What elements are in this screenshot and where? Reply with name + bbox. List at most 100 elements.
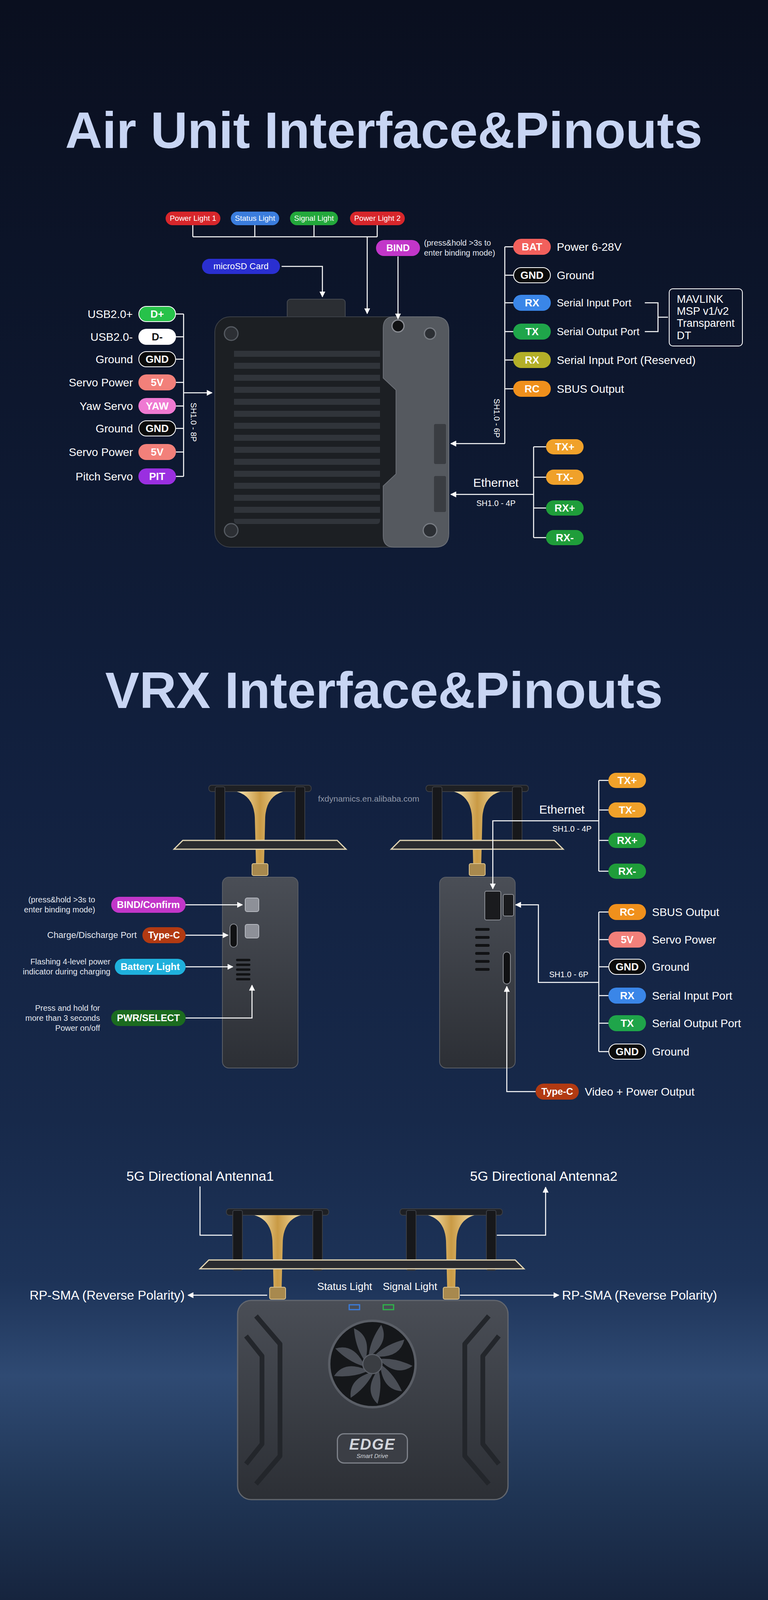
- connector-type: SH1.0 - 4P: [552, 824, 592, 834]
- pin-pill: Type-C: [142, 927, 186, 944]
- air-unit-illustration: [234, 348, 380, 524]
- leader-lines: [192, 225, 378, 237]
- pin-pill: GND: [513, 267, 551, 284]
- pin-pill: YAW: [138, 398, 176, 414]
- air-unit-illustration: [424, 328, 436, 340]
- protocol-name: MSP v1/v2: [676, 305, 735, 318]
- pin-pill: PIT: [138, 468, 176, 485]
- logo-plate: EDGESmart Drive: [336, 1433, 408, 1464]
- indicator-note: Flashing 4-level power indicator during …: [16, 956, 111, 977]
- pin-description: Ground: [95, 352, 133, 367]
- pin-pill: PWR/SELECT: [111, 1010, 186, 1026]
- pin-description: Serial Input Port: [652, 988, 733, 1003]
- vrx-top-illustration: [362, 1354, 382, 1374]
- pin-description: Serial Output Port: [556, 325, 640, 339]
- pin-pill: 5V: [138, 444, 176, 460]
- vrx-side-illustration: [503, 894, 514, 916]
- leader-lines: [598, 780, 609, 872]
- pin-description: Serial Input Port: [556, 296, 632, 310]
- pill-text: TX+: [617, 774, 637, 787]
- vrx-top-illustration: [246, 1336, 262, 1464]
- pill-text: RX: [524, 297, 540, 309]
- pin-pill: Status Light: [230, 211, 280, 226]
- pin-pill: TX: [513, 323, 551, 340]
- vrx-side-illustration: [230, 924, 238, 948]
- leader-lines: [496, 1187, 546, 1236]
- protocol-name: DT: [676, 329, 735, 342]
- vrx-side-illustration: [236, 973, 251, 976]
- pill-text: D-: [151, 331, 163, 343]
- pin-description: Ground: [556, 268, 594, 283]
- logo-text: EDGE: [349, 1436, 396, 1453]
- pill-text: PIT: [149, 470, 166, 483]
- pill-text: GND: [145, 353, 169, 366]
- button-note: (press&hold >3s to enter binding mode): [424, 238, 500, 258]
- protocol-box: MAVLINKMSP v1/v2TransparentDT: [668, 288, 743, 347]
- vrx-top-illustration: [226, 1208, 329, 1300]
- pill-text: 5V: [150, 376, 164, 389]
- connector-type: SH1.0 - 6P: [549, 969, 589, 980]
- protocol-name: Transparent: [676, 317, 735, 330]
- pin-pill: microSD Card: [202, 258, 280, 274]
- port-name: Ethernet: [539, 802, 585, 818]
- pin-pill: 5V: [138, 374, 176, 391]
- pin-pill: Battery Light: [114, 958, 186, 975]
- pill-text: Type-C: [148, 930, 180, 941]
- vrx-side-illustration: [475, 968, 490, 971]
- pin-pill: TX: [608, 1015, 646, 1032]
- vrx-side-illustration: [475, 936, 490, 939]
- indicator-label: Signal Light: [382, 1280, 438, 1294]
- vrx-side-illustration: [236, 968, 251, 971]
- leader-lines: [598, 912, 609, 1052]
- vrx-side-illustration: [503, 952, 511, 984]
- pin-description: Ground: [652, 960, 690, 974]
- leader-lines: [460, 1294, 559, 1296]
- part-label: 5G Directional Antenna2: [470, 1167, 618, 1185]
- pin-pill: Type-C: [535, 1083, 579, 1100]
- pill-text: RX: [524, 354, 540, 366]
- pin-pill: GND: [608, 1043, 646, 1060]
- leader-lines: [185, 904, 243, 906]
- pin-description: Power 6-28V: [556, 240, 622, 254]
- pin-pill: GND: [608, 958, 646, 975]
- air-unit-illustration: [434, 476, 446, 512]
- air-unit-illustration: [434, 424, 446, 464]
- pill-text: GND: [520, 269, 544, 282]
- pill-text: TX-: [618, 804, 636, 816]
- air-unit-illustration: [224, 326, 238, 341]
- pin-pill: RX: [608, 987, 646, 1004]
- vrx-side-illustration: [475, 952, 490, 955]
- pill-text: D+: [150, 308, 164, 320]
- pin-description: Pitch Servo: [75, 469, 133, 484]
- vrx-side-illustration: [236, 958, 251, 962]
- vrx-side-illustration: [475, 928, 490, 931]
- pill-text: microSD Card: [213, 261, 269, 272]
- pin-pill: 5V: [608, 931, 646, 948]
- indicator-label: Status Light: [317, 1280, 372, 1294]
- pin-description: Serial Input Port (Reserved): [556, 353, 696, 368]
- vrx-top-illustration: [200, 1260, 524, 1269]
- vrx-top-illustration: [482, 1336, 499, 1464]
- vrx-side-illustration: [174, 840, 346, 850]
- pill-text: RX-: [618, 865, 637, 878]
- pin-pill: RX: [513, 294, 551, 311]
- pill-text: RX: [620, 990, 635, 1002]
- air-unit-illustration: [224, 523, 238, 538]
- leader-lines: [492, 820, 599, 889]
- vrx-side-illustration: [245, 924, 259, 938]
- pill-text: RC: [524, 383, 540, 395]
- connector-type: SH1.0 - 4P: [476, 498, 516, 509]
- vrx-side-illustration: [174, 785, 564, 1068]
- pill-text: Signal Light: [294, 214, 334, 223]
- pin-pill: BAT: [513, 238, 551, 255]
- pin-pill: RX+: [546, 500, 584, 516]
- leader-lines: [185, 966, 233, 968]
- pin-pill: RC: [513, 380, 551, 397]
- port-name: Ethernet: [473, 475, 519, 491]
- part-label: RP-SMA (Reverse Polarity): [562, 1287, 718, 1304]
- pill-text: GND: [145, 422, 169, 435]
- pill-text: Power Light 1: [169, 214, 216, 223]
- pin-pill: TX+: [546, 439, 584, 455]
- pill-text: TX+: [555, 441, 575, 453]
